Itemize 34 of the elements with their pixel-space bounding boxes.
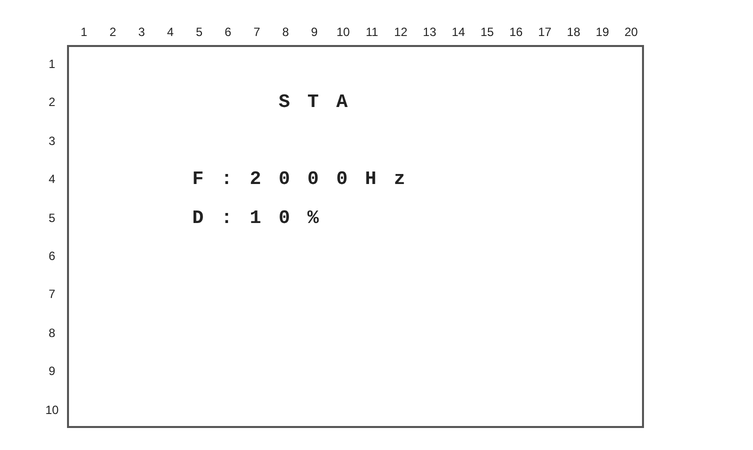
row-number: 2 — [48, 94, 56, 110]
column-number: 4 — [166, 24, 175, 40]
column-number: 17 — [537, 24, 552, 40]
column-number: 18 — [566, 24, 582, 40]
display-text: F : 2 0 0 0 H z — [192, 167, 408, 192]
row-number: 3 — [48, 132, 56, 149]
display-text: D : 1 0 % — [192, 206, 322, 230]
column-number: 10 — [336, 24, 351, 40]
row-number: 6 — [48, 248, 56, 264]
display-screen — [67, 45, 644, 428]
column-number: 11 — [364, 24, 380, 40]
column-number: 8 — [281, 24, 290, 40]
column-number: 3 — [137, 24, 146, 40]
column-number: 20 — [624, 24, 639, 40]
row-number: 7 — [48, 286, 56, 302]
column-number: 13 — [422, 24, 438, 40]
column-number: 15 — [480, 24, 495, 40]
row-number: 1 — [48, 56, 56, 72]
column-number: 16 — [508, 24, 524, 40]
column-number: 2 — [108, 24, 118, 40]
row-number: 5 — [48, 210, 56, 226]
row-number: 8 — [48, 324, 56, 341]
column-number: 12 — [393, 24, 408, 40]
column-number: 7 — [252, 24, 262, 40]
column-number: 1 — [80, 24, 88, 40]
column-number: 9 — [310, 24, 319, 40]
display-text: S T A — [278, 90, 351, 114]
column-number: 19 — [594, 24, 610, 40]
column-number: 6 — [224, 24, 232, 40]
row-number: 9 — [48, 363, 56, 380]
row-number: 4 — [48, 171, 56, 188]
row-number: 10 — [44, 402, 60, 418]
column-number: 14 — [450, 24, 466, 40]
column-number: 5 — [194, 24, 204, 40]
